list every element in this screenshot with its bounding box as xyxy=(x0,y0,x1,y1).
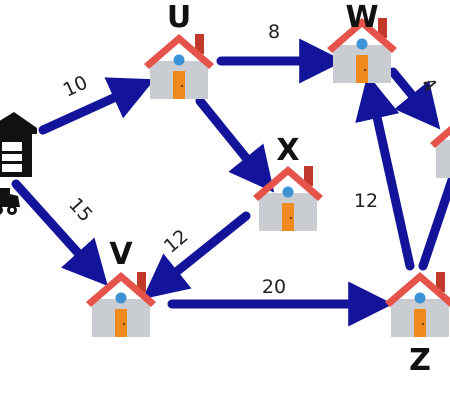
house-icon xyxy=(327,18,397,83)
edge-label-w-offscreen: 4 xyxy=(416,73,441,96)
edge-z-offscreen xyxy=(418,175,450,271)
house-icon xyxy=(144,34,214,99)
node-label-v: V xyxy=(109,237,133,272)
edge-label-v-z: 20 xyxy=(262,276,286,298)
edge-warehouse-u xyxy=(38,77,155,135)
edge-label-z-w: 12 xyxy=(354,190,378,212)
node-label-w: W xyxy=(345,0,378,35)
node-labels: U W X V Z xyxy=(109,0,430,378)
node-label-x: X xyxy=(276,133,299,168)
edge-label-warehouse-v: 15 xyxy=(64,194,97,227)
edge-w-offscreen xyxy=(388,67,441,130)
node-label-z: Z xyxy=(409,343,431,378)
house-icon xyxy=(86,272,156,337)
edge-label-u-w: 8 xyxy=(268,21,280,43)
edge-u-x xyxy=(195,96,275,193)
house-icon xyxy=(385,272,450,337)
edge-x-v xyxy=(142,211,251,300)
warehouse-icon xyxy=(0,112,37,177)
edge-label-warehouse-u: 10 xyxy=(60,71,91,101)
edge-warehouse-v xyxy=(11,179,108,287)
house-icon xyxy=(430,125,450,178)
house-icon xyxy=(253,166,323,231)
edges xyxy=(11,38,450,327)
node-label-u: U xyxy=(167,0,191,35)
truck-icon xyxy=(0,188,20,215)
edge-label-x-v: 12 xyxy=(160,225,193,257)
edge-z-w xyxy=(355,74,415,271)
